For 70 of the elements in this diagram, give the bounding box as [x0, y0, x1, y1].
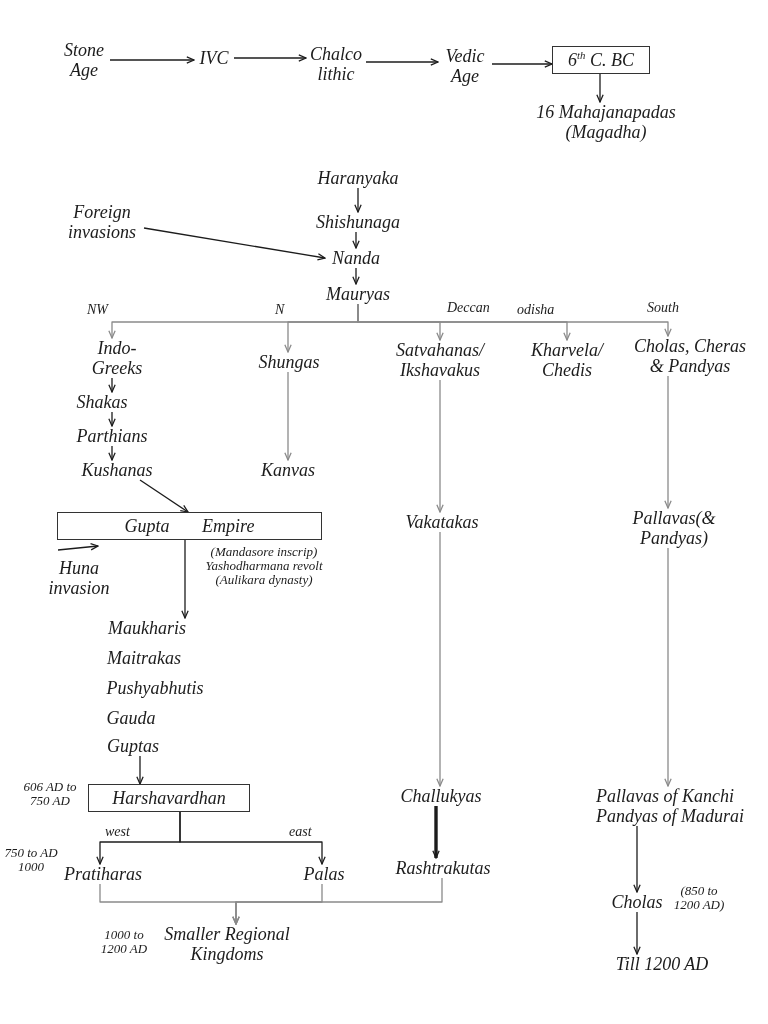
dynasty-label: Indo-Greeks [84, 338, 150, 378]
arrow [108, 445, 116, 461]
dynasty-label: Vakatakas [398, 512, 486, 532]
dynasty-label: Rashtrakutas [390, 858, 496, 878]
annotation-note: (Mandasore inscrip) Yashodharmana revolt (Aulikara dynasty) [204, 545, 324, 587]
dynasty-label: Kanvas [256, 460, 320, 480]
arrow [664, 547, 672, 787]
arrow [436, 531, 444, 787]
dynasty-label: Pallavas of Kanchi [596, 786, 735, 806]
arrow [357, 303, 672, 337]
dynasty-label: Kharvela/ Chedis [528, 340, 606, 380]
dynasty-label: Shishunaga [309, 212, 407, 232]
date-note: (850 to 1200 AD) [672, 884, 726, 912]
empire-box: Gupta Empire [57, 512, 322, 540]
arrow [136, 755, 144, 785]
arrow [284, 371, 292, 461]
dynasty-label: Nanda [325, 248, 387, 268]
arrow [109, 56, 195, 64]
era-label: 16 Mahajanapadas (Magadha) [526, 102, 686, 142]
era-label: Stone Age [58, 40, 110, 80]
dynasty-label: Pallavas(& Pandyas) [624, 508, 724, 548]
arrow [432, 806, 440, 859]
dynasty-label: Maitrakas [102, 648, 186, 668]
arrow [491, 60, 553, 68]
dynasty-label: Parthians [72, 426, 152, 446]
arrow [232, 877, 443, 925]
era-label: Chalco lithic [306, 44, 366, 84]
dynasty-label: Pushyabhutis [102, 678, 208, 698]
date-note: 1000 to 1200 AD [99, 928, 149, 956]
date-note: 750 to AD 1000 [4, 846, 58, 874]
era-label: IVC [194, 48, 234, 68]
period-label: Till 1200 AD [610, 954, 714, 974]
ruler-box: Harshavardhan [88, 784, 250, 812]
arrow [352, 267, 360, 285]
dynasty-label: Shakas [72, 392, 132, 412]
arrow [596, 73, 604, 103]
dynasty-label: Pratiharas [60, 864, 146, 884]
arrow [365, 58, 439, 66]
arrow [633, 911, 641, 955]
arrow [664, 375, 672, 509]
arrow [179, 811, 326, 865]
arrow [108, 377, 116, 393]
dynasty-label: Challukyas [396, 786, 486, 806]
arrow [354, 187, 362, 213]
arrow [233, 54, 307, 62]
dynasty-label: Cholas, Cheras & Pandyas [628, 336, 752, 376]
dynasty-label: Guptas [102, 736, 164, 756]
dynasty-label: Gauda [102, 708, 160, 728]
dynasty-label: Palas [300, 864, 348, 884]
arrow [143, 227, 326, 261]
era-label: Vedic Age [438, 46, 492, 86]
arrow [139, 479, 189, 513]
dynasty-label: Shungas [254, 352, 324, 372]
dynasty-label: Pandyas of Madurai [596, 806, 745, 826]
dynasty-label: Mauryas [318, 284, 398, 304]
era-box: 6$^{th}$ C. BC [552, 46, 650, 74]
arrow [633, 825, 641, 893]
dynasty-label: Haranyaka [312, 168, 404, 188]
event-label: Foreign invasions [60, 202, 144, 242]
event-label: Huna invasion [42, 558, 116, 598]
dynasty-label: Cholas [608, 892, 666, 912]
dynasty-label: Kushanas [78, 460, 156, 480]
kingdoms-label: Smaller Regional Kingdoms [150, 924, 304, 964]
dynasty-label: Satvahanas/ Ikshavakus [390, 340, 490, 380]
dynasty-label: Maukharis [102, 618, 192, 638]
arrow [108, 411, 116, 427]
arrow [352, 231, 360, 249]
arrow [181, 539, 189, 619]
arrow [436, 379, 444, 513]
date-note: 606 AD to 750 AD [22, 780, 78, 808]
